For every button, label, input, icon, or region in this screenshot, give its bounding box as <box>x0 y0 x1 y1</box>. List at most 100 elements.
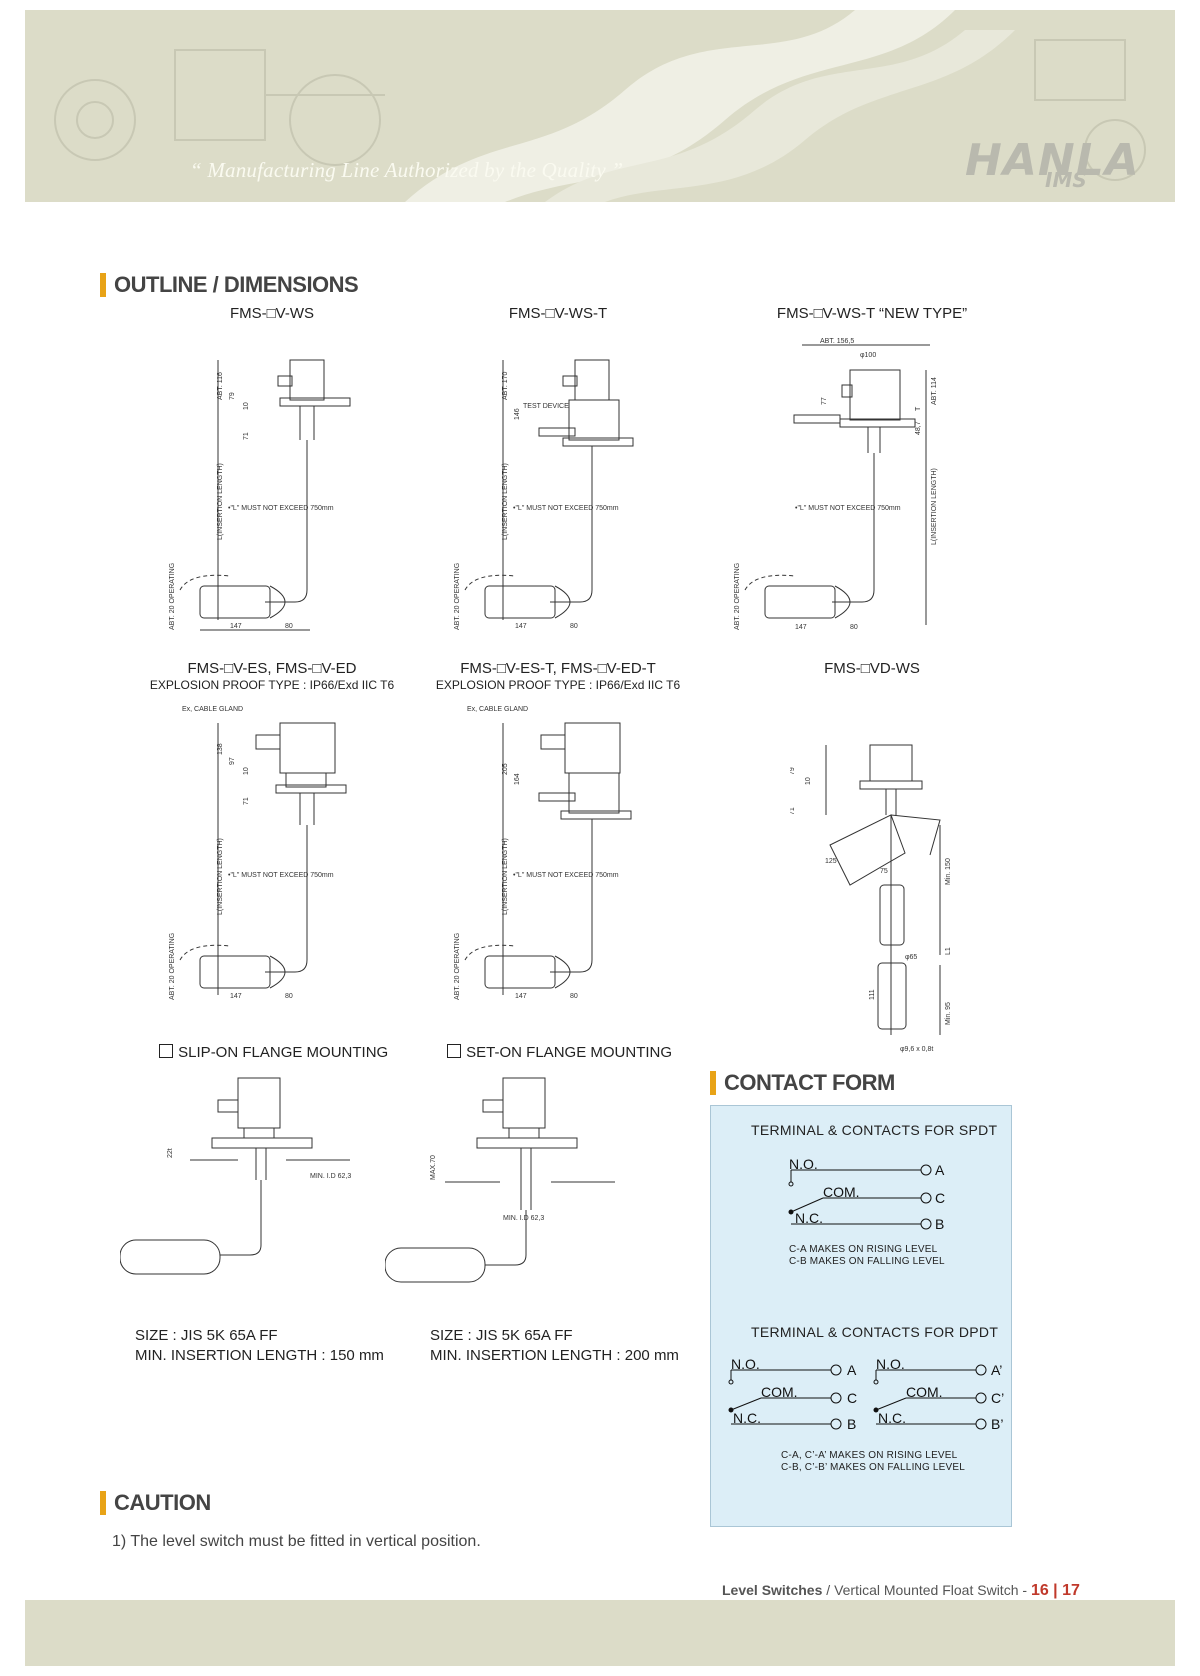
dim-79: 79 <box>229 392 236 400</box>
dim-operating: ABT. 20 OPERATING <box>169 933 176 1000</box>
dpdt-terminal-a: A <box>847 1362 857 1378</box>
dim-abt114: ABT. 114 <box>931 377 938 405</box>
dpdt-no2-label: N.O. <box>876 1356 905 1372</box>
drawing-fms-v-ws-t-new: ABT. 156,5 φ100 77 48,7 T ABT. 114 L(INS… <box>730 335 980 640</box>
set-on-specs: SIZE : JIS 5K 65A FF MIN. INSERTION LENG… <box>430 1326 679 1366</box>
set-on-min-insertion: MIN. INSERTION LENGTH : 200 mm <box>430 1347 679 1364</box>
dim-insertion: L(INSERTION LENGTH) <box>217 463 224 540</box>
drawing-fms-v-ws: ABT. 116 79 10 71 L(INSERTION LENGTH) •"… <box>160 340 410 640</box>
footer-category: Level Switches <box>722 1582 823 1598</box>
dim-147: 147 <box>230 993 242 1000</box>
model-title-ws: FMS-□V-WS <box>229 305 315 322</box>
drawing-svg-slip-on: 22t MIN. I.D 62,3 <box>120 1077 351 1275</box>
dim-164: 164 <box>514 773 521 785</box>
label-cable-gland: Ex, CABLE GLAND <box>182 706 243 713</box>
drawing-svg-ws: ABT. 116 79 10 71 L(INSERTION LENGTH) •"… <box>169 359 351 631</box>
dim-80: 80 <box>285 623 293 630</box>
contact-form-panel: TERMINAL & CONTACTS FOR SPDT N.O. COM. N… <box>710 1105 1012 1527</box>
dpdt-title: TERMINAL & CONTACTS FOR DPDT <box>751 1324 999 1340</box>
label-test-device: TEST DEVICE <box>523 403 569 410</box>
dim-t: T <box>915 406 922 411</box>
spdt-title: TERMINAL & CONTACTS FOR SPDT <box>751 1122 998 1138</box>
page-numbers: 16 | 17 <box>1030 1582 1080 1599</box>
dim-147: 147 <box>515 623 527 630</box>
dim-min150: Min. 150 <box>945 858 952 885</box>
drawing-svg-ws-t-new: ABT. 156,5 φ100 77 48,7 T ABT. 114 L(INS… <box>734 338 938 631</box>
model-subtitle-es-ed: EXPLOSION PROOF TYPE : IP66/Exd IIC T6 <box>149 678 395 692</box>
dim-abt156: ABT. 156,5 <box>820 338 854 345</box>
spdt-terminal-a: A <box>935 1162 945 1178</box>
drawing-slip-on-flange: 22t MIN. I.D 62,3 <box>120 1070 370 1300</box>
dpdt-nc2-label: N.C. <box>878 1410 906 1426</box>
note-l-max: •"L" MUST NOT EXCEED 750mm <box>228 505 334 512</box>
dim-71: 71 <box>243 797 250 805</box>
banner-background-illustration <box>54 10 1146 202</box>
dim-10: 10 <box>805 777 812 785</box>
drawing-svg-es-ed-t: Ex, CABLE GLAND 205 164 L(INSERTION LENG… <box>454 706 632 1000</box>
drawing-svg-es-ed: Ex, CABLE GLAND 138 97 10 71 L(INSERTION… <box>169 706 347 1000</box>
model-subtitle-es-ed-t: EXPLOSION PROOF TYPE : IP66/Exd IIC T6 <box>435 678 681 692</box>
set-on-size: SIZE : JIS 5K 65A FF <box>430 1327 573 1344</box>
model-title-es-ed: FMS-□V-ES, FMS-□V-ED <box>187 660 357 677</box>
dpdt-terminal-b-prime: B’ <box>991 1416 1004 1432</box>
note-l-max: •"L" MUST NOT EXCEED 750mm <box>513 872 619 879</box>
drawing-svg-vd-ws: ABT. 116 79 10 71 125 75 Min. 150 L1 φ65… <box>790 744 952 1053</box>
note-l-max: •"L" MUST NOT EXCEED 750mm <box>795 505 901 512</box>
dim-rod: φ9,6 x 0,8t <box>900 1046 933 1053</box>
drawing-svg-ws-t: ABT. 170 146 TEST DEVICE L(INSERTION LEN… <box>454 359 634 630</box>
dim-146: 146 <box>514 408 521 420</box>
brand-logo: HANLA <box>965 135 1140 186</box>
checkbox-square-icon <box>447 1044 461 1058</box>
accent-bar <box>710 1071 716 1095</box>
drawing-fms-vd-ws: ABT. 116 79 10 71 125 75 Min. 150 L1 φ65… <box>790 735 1010 1065</box>
footer-subject: Vertical Mounted Float Switch - <box>834 1582 1031 1598</box>
dim-insertion: L(INSERTION LENGTH) <box>502 838 509 915</box>
dpdt-note-falling: C-B, C’-B’ MAKES ON FALLING LEVEL <box>781 1462 966 1473</box>
model-title-vd-ws: FMS-□VD-WS <box>824 660 920 677</box>
drawing-svg-set-on: MAX.70 MIN. I.D 62,3 <box>385 1077 615 1283</box>
dim-147: 147 <box>230 623 242 630</box>
spdt-diagram <box>788 1164 932 1230</box>
model-title-ws-t-new: FMS-□V-WS-T “NEW TYPE” <box>776 305 968 322</box>
mounting-title-set-text: SET-ON FLANGE MOUNTING <box>466 1044 673 1061</box>
checkbox-square-icon <box>159 1044 173 1058</box>
slip-on-size: SIZE : JIS 5K 65A FF <box>135 1327 278 1344</box>
dim-10: 10 <box>243 767 250 775</box>
dim-insertion: L(INSERTION LENGTH) <box>217 838 224 915</box>
dim-l1: L1 <box>945 947 952 955</box>
dim-min95: Min. 95 <box>945 1002 952 1025</box>
section-heading-caution: CAUTION <box>100 1490 211 1516</box>
dim-operating: ABT. 20 OPERATING <box>734 563 741 630</box>
section-heading-outline: OUTLINE / DIMENSIONS <box>100 272 359 298</box>
dpdt-com2-label: COM. <box>906 1384 943 1400</box>
dpdt-nc-label: N.C. <box>733 1410 761 1426</box>
header-banner: “ Manufacturing Line Authorized by the Q… <box>25 10 1175 202</box>
dim-205: 205 <box>502 763 509 775</box>
dpdt-terminal-b: B <box>847 1416 857 1432</box>
spdt-note-rising: C-A MAKES ON RISING LEVEL <box>789 1244 938 1255</box>
dim-10: 10 <box>243 402 250 410</box>
dim-77: 77 <box>821 397 828 405</box>
dim-min-id: MIN. I.D 62,3 <box>310 1173 351 1180</box>
dim-80: 80 <box>570 993 578 1000</box>
label-cable-gland: Ex, CABLE GLAND <box>467 706 528 713</box>
dim-71: 71 <box>243 432 250 440</box>
dim-138: 138 <box>217 743 224 755</box>
dim-phi100: φ100 <box>860 352 876 359</box>
dim-operating: ABT. 20 OPERATING <box>454 563 461 630</box>
caution-note: 1) The level switch must be fitted in ve… <box>112 1533 481 1550</box>
dim-147: 147 <box>795 624 807 631</box>
dim-147: 147 <box>515 993 527 1000</box>
dim-22t: 22t <box>167 1148 174 1158</box>
dim-48-7: 48,7 <box>915 421 922 435</box>
dim-insertion: L(INSERTION LENGTH) <box>931 468 938 545</box>
section-title: OUTLINE / DIMENSIONS <box>114 272 359 297</box>
note-l-max: •"L" MUST NOT EXCEED 750mm <box>513 505 619 512</box>
slip-on-specs: SIZE : JIS 5K 65A FF MIN. INSERTION LENG… <box>135 1326 384 1366</box>
mounting-title-set-on: SET-ON FLANGE MOUNTING <box>446 1044 672 1061</box>
dpdt-com-label: COM. <box>761 1384 798 1400</box>
dim-71: 71 <box>790 807 796 815</box>
spdt-terminal-b: B <box>935 1216 945 1232</box>
dim-80: 80 <box>285 993 293 1000</box>
dim-insertion: L(INSERTION LENGTH) <box>502 463 509 540</box>
